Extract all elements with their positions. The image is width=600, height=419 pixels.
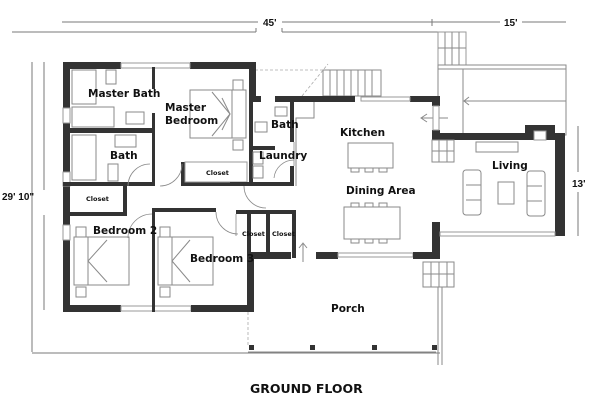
dimension-lines — [12, 19, 579, 354]
fixtures — [71, 69, 546, 365]
label-master-bedroom-1: Master — [165, 102, 207, 114]
doors — [127, 159, 295, 239]
dim-45ft: 45' — [263, 18, 277, 29]
label-living: Living — [492, 160, 528, 172]
dim-13ft: 13' — [572, 179, 586, 190]
label-bedroom-3: Bedroom 3 — [190, 253, 254, 265]
label-laundry: Laundry — [259, 150, 307, 162]
porch — [247, 312, 437, 353]
rear-stairs — [250, 31, 567, 136]
label-master-bedroom-2: Bedroom — [165, 115, 218, 127]
label-closet-b: Closet — [272, 230, 295, 238]
label-porch: Porch — [331, 303, 365, 315]
floor-title: GROUND FLOOR — [250, 381, 363, 396]
label-bedroom-2: Bedroom 2 — [93, 225, 157, 237]
label-bath: Bath — [110, 150, 138, 162]
label-kitchen: Kitchen — [340, 127, 385, 139]
label-master-bath: Master Bath — [88, 88, 160, 100]
walls — [62, 62, 565, 312]
label-closet-master: Closet — [206, 169, 229, 177]
label-dining-area: Dining Area — [346, 185, 416, 197]
label-bath-small: Bath — [271, 119, 299, 131]
label-closet-hall: Closet — [86, 195, 109, 203]
label-closet-a: Closet — [242, 230, 265, 238]
dim-29ft10: 29' 10" — [2, 192, 34, 203]
dim-15ft: 15' — [504, 18, 518, 29]
